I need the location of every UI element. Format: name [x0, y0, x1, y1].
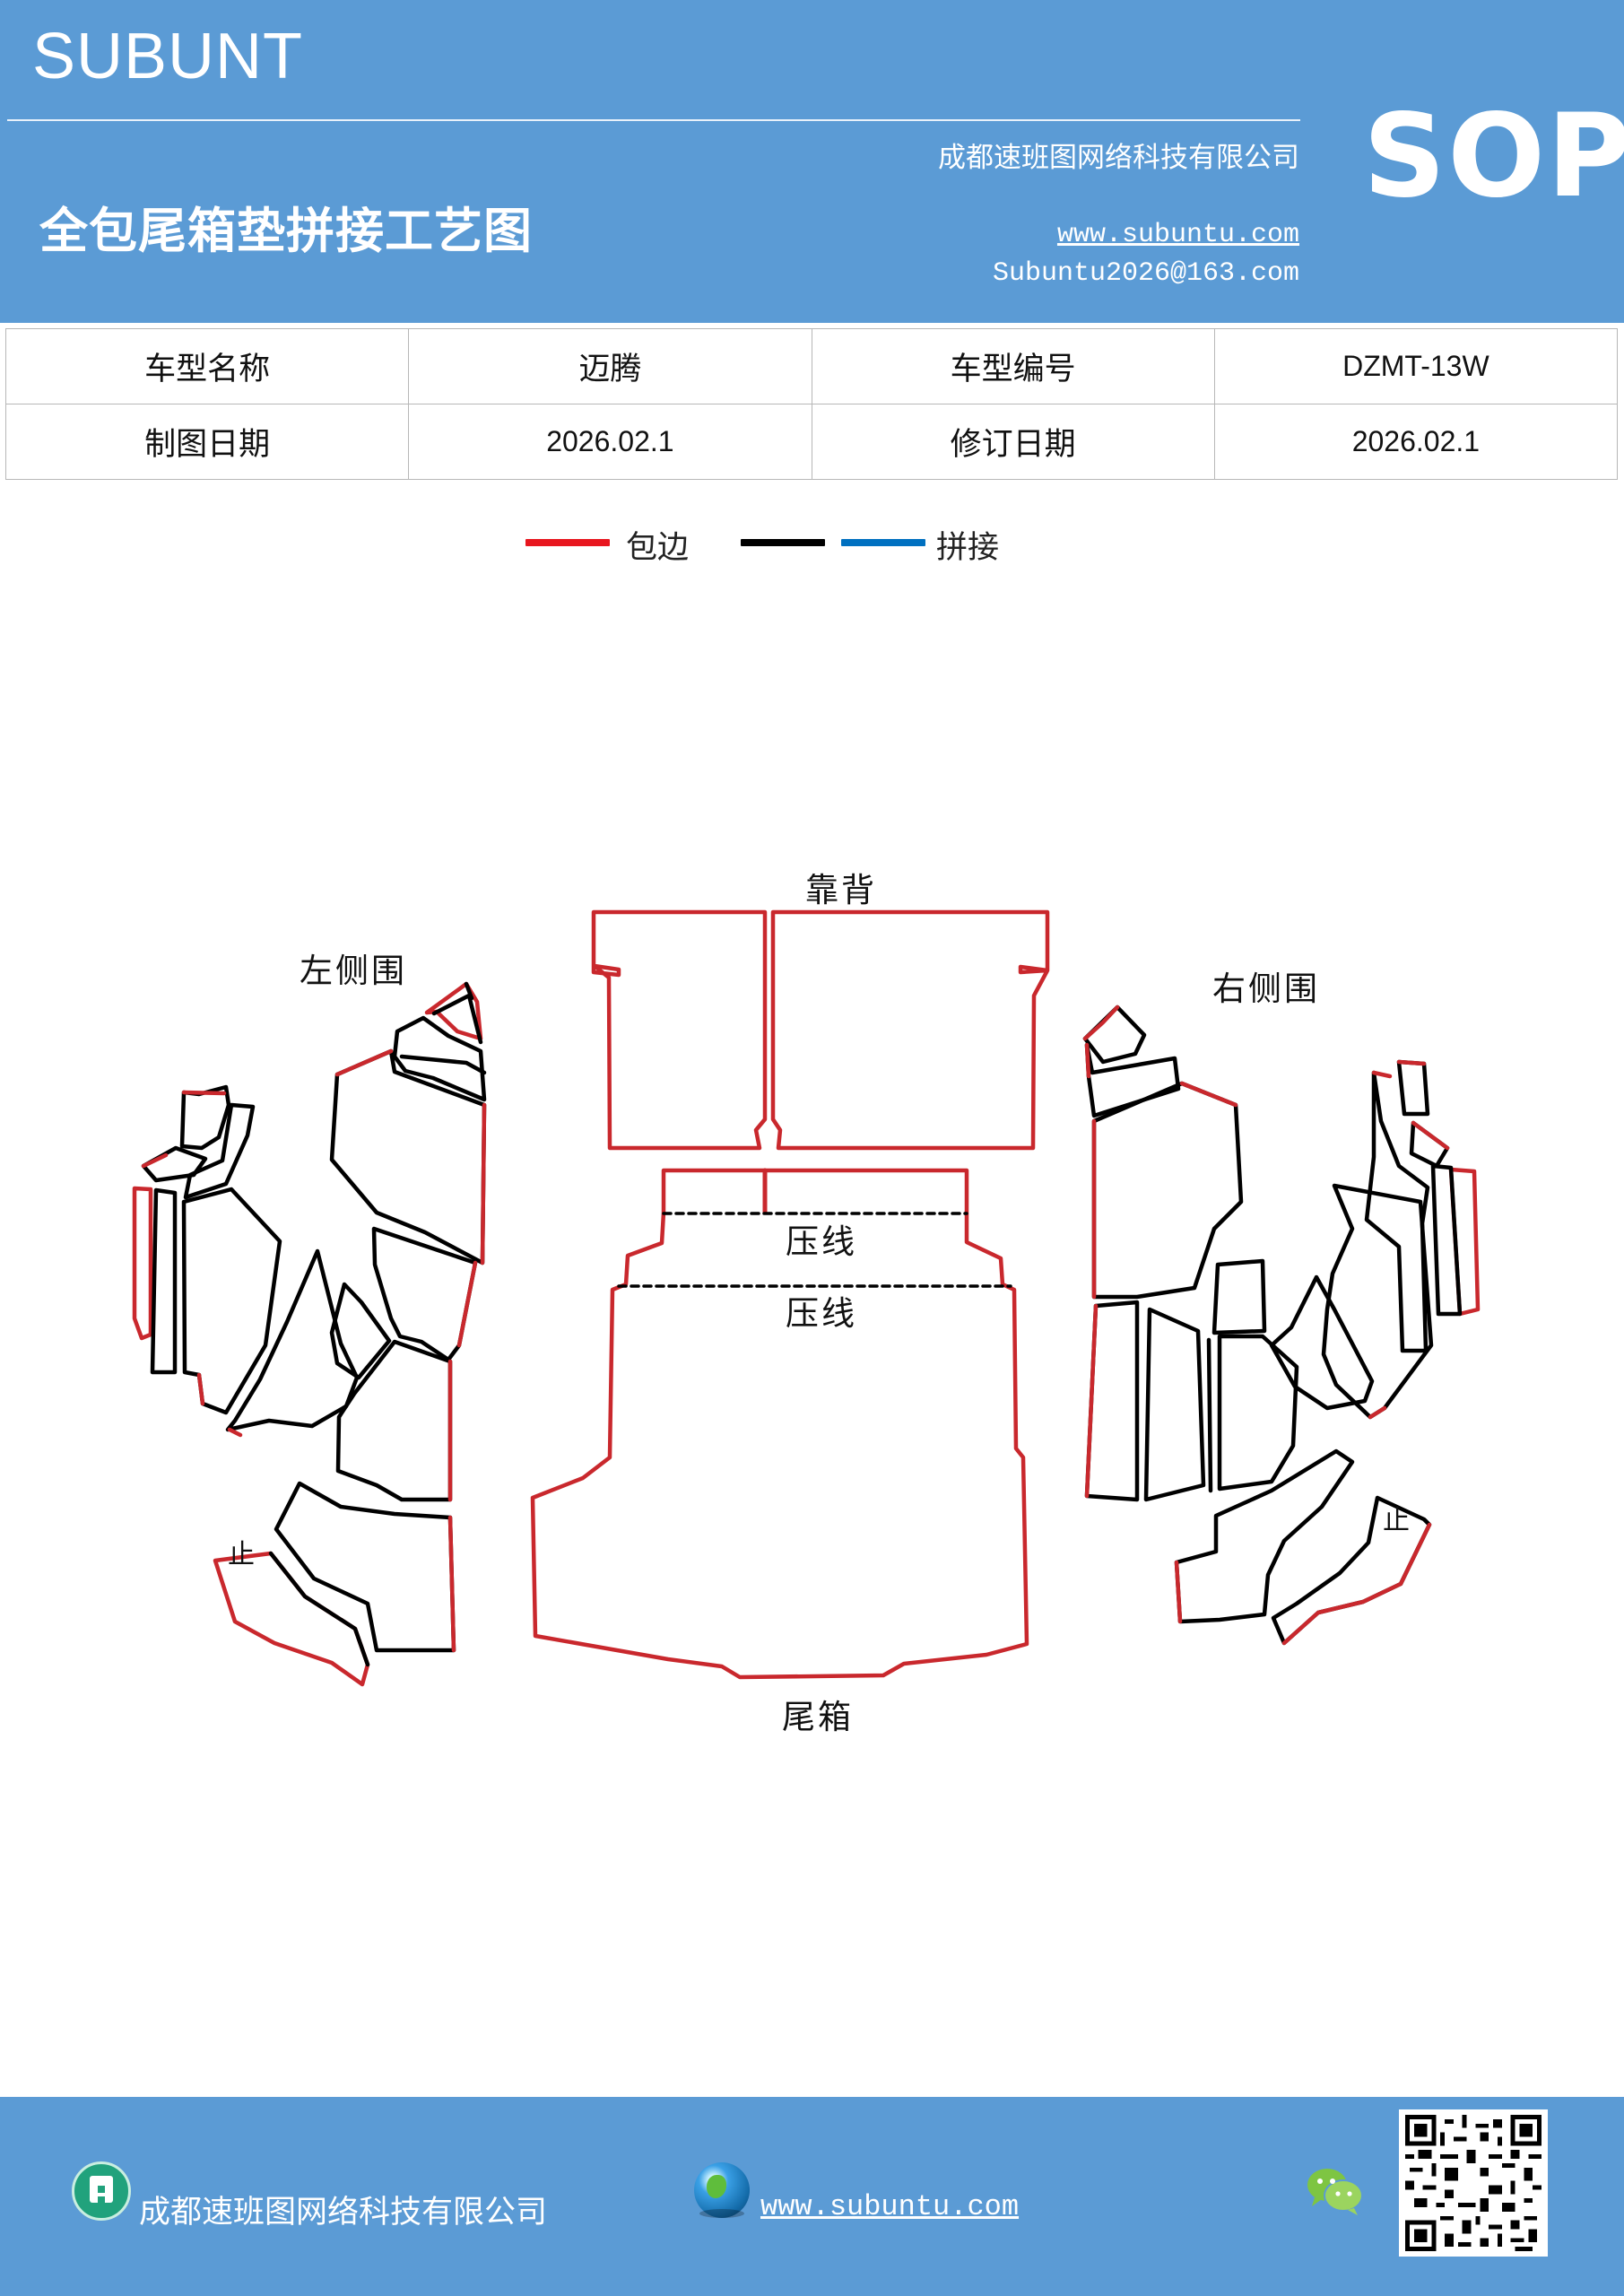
label-trunk: 尾箱: [782, 1698, 854, 1736]
header-divider: [7, 119, 1300, 121]
model-name-value: 迈腾: [408, 328, 812, 404]
brand-name: SUBUNT: [32, 21, 304, 92]
qr-code-pattern: [1405, 2115, 1541, 2251]
label-stop-left: 止: [228, 1539, 257, 1570]
label-crease-2: 压线: [786, 1294, 857, 1333]
legend-swatch-edge: [525, 539, 610, 546]
wechat-icon: [1307, 2169, 1363, 2215]
globe-icon: [694, 2162, 750, 2218]
label-crease-1: 压线: [786, 1222, 857, 1261]
email-address: Subuntu2026@163.com: [992, 258, 1299, 289]
footer-company-name: 成都速班图网络科技有限公司: [139, 2195, 548, 2231]
building-icon: [72, 2161, 131, 2221]
legend-label-seam: 拼接: [936, 530, 1000, 566]
label-stop-right: 止: [1383, 1505, 1412, 1536]
legend-label-edge: 包边: [626, 530, 690, 566]
right-side-panels: [1082, 1004, 1481, 1646]
sop-badge: SOP: [1363, 90, 1624, 223]
model-name-label: 车型名称: [4, 328, 410, 404]
backrest-panels: [591, 909, 1050, 1151]
trunk-floor: [530, 1168, 1029, 1680]
draw-date-value: 2026.02.1: [408, 404, 812, 480]
company-name: 成都速班图网络科技有限公司: [938, 142, 1299, 174]
footer-website-link[interactable]: www.subuntu.com: [760, 2190, 1020, 2223]
revision-date-value: 2026.02.1: [1213, 404, 1619, 480]
vehicle-info-table: 车型名称 迈腾 车型编号 DZMT-13W 制图日期 2026.02.1 修订日…: [4, 328, 1619, 480]
label-right-side: 右侧围: [1212, 970, 1320, 1008]
pattern-svg: [132, 909, 1481, 1687]
model-code-value: DZMT-13W: [1213, 328, 1619, 404]
table-row: 制图日期 2026.02.1 修订日期 2026.02.1: [4, 404, 1619, 480]
label-left-side: 左侧围: [300, 952, 407, 990]
revision-date-label: 修订日期: [811, 404, 1215, 480]
qr-code[interactable]: [1399, 2109, 1548, 2257]
website-link[interactable]: www.subuntu.com: [1056, 220, 1299, 250]
header-banner: SUBUNT 成都速班图网络科技有限公司 全包尾箱垫拼接工艺图 www.subu…: [0, 0, 1624, 323]
legend-swatch-seam: [841, 539, 925, 546]
left-side-panels: [132, 981, 487, 1687]
document-title: 全包尾箱垫拼接工艺图: [39, 202, 533, 259]
line-legend: 包边 拼接: [0, 520, 1624, 574]
model-code-label: 车型编号: [811, 328, 1215, 404]
footer-banner: 成都速班图网络科技有限公司 www.subuntu.com: [0, 2097, 1624, 2296]
draw-date-label: 制图日期: [4, 404, 410, 480]
legend-swatch-black: [741, 539, 825, 546]
label-backrest: 靠背: [805, 871, 877, 909]
table-row: 车型名称 迈腾 车型编号 DZMT-13W: [4, 328, 1619, 404]
cutting-diagram: 靠背 左侧围 右侧围 压线 压线 尾箱 止 止: [0, 574, 1624, 2099]
